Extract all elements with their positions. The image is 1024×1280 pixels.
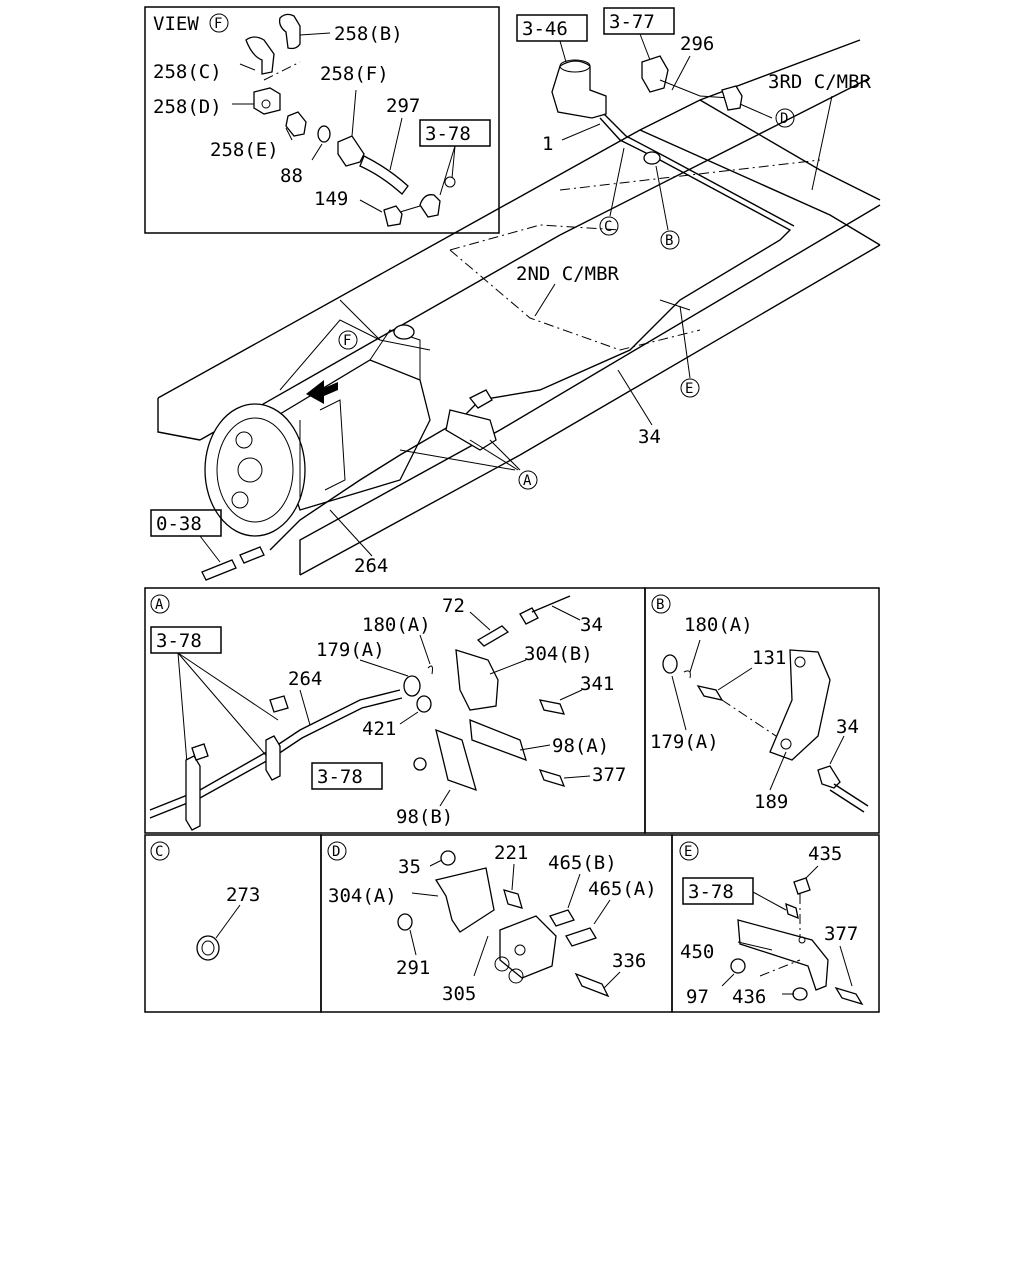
label-341: 341: [580, 673, 614, 695]
detail-c: C 273: [144, 834, 322, 1013]
detail-b-marker: B: [656, 597, 664, 613]
detail-a: A 3-78 264 179(A) 180(A) 72 34 304(B): [144, 587, 646, 834]
label-264-a: 264: [288, 668, 322, 690]
label-377-a: 377: [592, 764, 626, 786]
label-336: 336: [612, 950, 646, 972]
label-436: 436: [732, 986, 766, 1008]
label-291: 291: [396, 957, 430, 979]
label-35: 35: [398, 856, 421, 878]
detail-a-ref-2: 3-78: [317, 766, 363, 788]
label-180a-b: 180(A): [684, 614, 753, 636]
ref-0-38: 0-38: [156, 513, 202, 535]
label-264-main: 264: [354, 555, 388, 577]
label-435: 435: [808, 843, 842, 865]
label-258d: 258(D): [153, 96, 222, 118]
marker-b-main: B: [665, 233, 673, 249]
label-296: 296: [680, 33, 714, 55]
detail-a-ref-1: 3-78: [156, 630, 202, 652]
detail-b: B 180(A) 179(A) 131 189 34: [644, 587, 880, 834]
detail-e-ref: 3-78: [688, 881, 734, 903]
ref-3-77: 3-77: [609, 11, 655, 33]
marker-c-main: C: [604, 219, 612, 235]
detail-a-marker: A: [155, 597, 164, 613]
label-34-b: 34: [836, 716, 859, 738]
label-179a-b: 179(A): [650, 731, 719, 753]
marker-e-main: E: [685, 381, 693, 397]
label-3rd-crossmember: 3RD C/MBR: [768, 71, 872, 93]
label-98b: 98(B): [396, 806, 453, 828]
marker-a-main: A: [523, 473, 532, 489]
label-1: 1: [542, 133, 553, 155]
detail-c-marker: C: [155, 844, 163, 860]
detail-d-marker: D: [332, 844, 340, 860]
label-450: 450: [680, 941, 714, 963]
label-258f: 258(F): [320, 63, 389, 85]
label-34-a: 34: [580, 614, 603, 636]
detail-e-marker: E: [684, 844, 692, 860]
view-f-inset: VIEW F 258(B) 258(C) 258(D) 258(E) 88 25…: [144, 6, 500, 234]
label-88: 88: [280, 165, 303, 187]
label-189: 189: [754, 791, 788, 813]
detail-d: D 35 221 304(A) 291 465(B) 465(A) 305 33…: [320, 834, 673, 1013]
label-180a-a: 180(A): [362, 614, 431, 636]
label-305: 305: [442, 983, 476, 1005]
label-97: 97: [686, 986, 709, 1008]
label-297: 297: [386, 95, 420, 117]
label-258b: 258(B): [334, 23, 403, 45]
label-221: 221: [494, 842, 528, 864]
detail-e: E 435 3-78 450 377 97 436: [671, 834, 880, 1013]
view-f-ref: 3-78: [425, 123, 471, 145]
label-98a: 98(A): [552, 735, 609, 757]
label-465b: 465(B): [548, 852, 617, 874]
label-72: 72: [442, 595, 465, 617]
marker-f-main: F: [343, 333, 351, 349]
label-273: 273: [226, 884, 260, 906]
chassis-assembly: 3RD C/MBR 2ND C/MBR F 3-46 3-77: [150, 7, 881, 581]
view-f-marker: F: [214, 16, 222, 32]
marker-d-main: D: [780, 111, 788, 127]
label-258c: 258(C): [153, 61, 222, 83]
label-377-e: 377: [824, 923, 858, 945]
label-304a: 304(A): [328, 885, 397, 907]
label-258e: 258(E): [210, 139, 279, 161]
label-34-main: 34: [638, 426, 661, 448]
label-465a: 465(A): [588, 878, 657, 900]
label-421: 421: [362, 718, 396, 740]
label-131: 131: [752, 647, 786, 669]
label-304b: 304(B): [524, 643, 593, 665]
ref-3-46: 3-46: [522, 18, 568, 40]
label-179a-a: 179(A): [316, 639, 385, 661]
view-f-title: VIEW: [153, 13, 199, 35]
label-2nd-crossmember: 2ND C/MBR: [516, 263, 620, 285]
label-149: 149: [314, 188, 348, 210]
